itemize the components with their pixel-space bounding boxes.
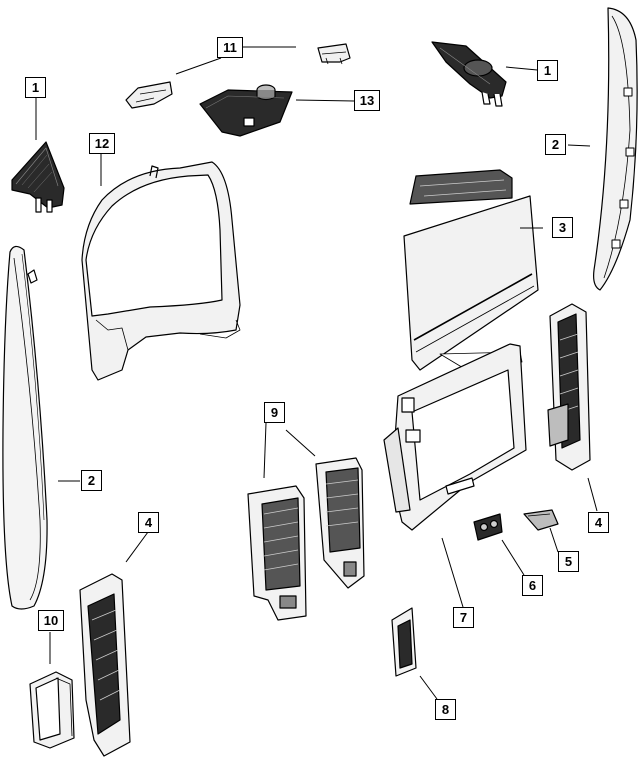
part-1-right-pillar-cap	[431, 41, 507, 107]
leader-lines	[35, 46, 598, 700]
callout-1-right: 1	[537, 60, 558, 81]
callout-4-left: 4	[138, 512, 159, 533]
part-4-left-vent	[79, 573, 131, 757]
part-9-center-vents	[247, 457, 365, 621]
callout-2-right: 2	[545, 134, 566, 155]
callout-7: 7	[453, 607, 474, 628]
part-6-switch	[473, 513, 503, 541]
callout-6: 6	[522, 575, 543, 596]
callout-1-left: 1	[25, 77, 46, 98]
part-10-bracket	[29, 671, 75, 749]
part-7-glovebox-bin	[383, 343, 527, 531]
callout-10: 10	[38, 610, 64, 631]
part-1-left-pillar-cap	[11, 141, 65, 213]
part-11-clips	[125, 43, 351, 109]
part-2-left-pillar-trim	[2, 245, 48, 610]
part-5-clip	[523, 509, 559, 531]
callout-4-right: 4	[588, 512, 609, 533]
callout-13: 13	[354, 90, 380, 111]
callout-2-left: 2	[81, 470, 102, 491]
callout-12: 12	[89, 133, 115, 154]
part-8-bracket	[391, 607, 417, 677]
part-2-right-pillar-trim	[593, 7, 638, 291]
callout-8: 8	[435, 699, 456, 720]
callout-3: 3	[552, 217, 573, 238]
part-4-right-vent	[547, 303, 591, 471]
callout-9: 9	[264, 402, 285, 423]
part-3-glovebox-door	[403, 169, 539, 373]
callout-5: 5	[558, 551, 579, 572]
part-13-switch-bezel	[199, 84, 293, 137]
part-12-cluster-bezel	[81, 161, 241, 381]
callout-11: 11	[217, 37, 243, 58]
